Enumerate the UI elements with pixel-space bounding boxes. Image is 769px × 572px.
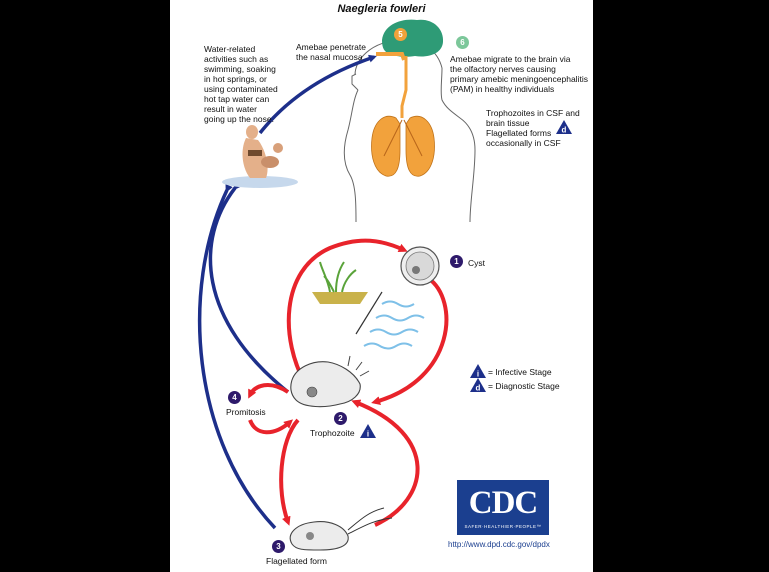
arrow-trophozoite-to-swimmer <box>208 181 290 394</box>
swimmer-illustration <box>222 125 298 188</box>
trachea <box>400 56 408 118</box>
step-6-label: Amebae migrate to the brain via the olfa… <box>450 54 588 94</box>
legend-infective-label: = Infective Stage <box>488 367 552 377</box>
cdc-logo-tagline: SAFER·HEALTHIER·PEOPLE™ <box>464 524 542 529</box>
arrow-flagellate-to-swimmer <box>197 183 277 530</box>
legend-diagnostic-label: = Diagnostic Stage <box>488 381 560 391</box>
arrow-nose-entry <box>258 54 377 135</box>
nasal-passage <box>376 52 406 61</box>
csf-diagnostic-label: Trophozoites in CSF and brain tissue Fla… <box>486 108 580 148</box>
arrow-trophozoite-to-cyst <box>286 238 408 386</box>
legend-diagnostic-letter: d <box>476 384 481 393</box>
cdc-logo-text: CDC <box>468 485 539 521</box>
diagnostic-icon-letter: d <box>562 126 567 135</box>
cyst-organism <box>400 246 440 286</box>
infective-icon-letter: i <box>367 430 369 439</box>
legend-diagnostic-icon: d <box>470 378 486 392</box>
brain-shape <box>382 19 444 57</box>
step-5-label: Amebae penetrate the nasal mucosa <box>296 42 366 62</box>
arrow-flagellate-to-trophozoite <box>351 399 420 527</box>
arrow-promitosis-upper <box>248 383 290 399</box>
flagellated-form-label: Flagellated form <box>266 556 327 566</box>
infective-stage-icon: i <box>360 424 376 438</box>
step-4-badge: 4 <box>228 391 241 404</box>
step-5-badge: 5 <box>394 28 407 41</box>
step-6-badge: 6 <box>456 36 469 49</box>
step-2-badge: 2 <box>334 412 347 425</box>
step-1-badge: 1 <box>450 255 463 268</box>
left-lung <box>371 115 401 177</box>
promitosis-label: Promitosis <box>226 407 266 417</box>
life-cycle-graphic <box>197 19 476 551</box>
water-exposure-label: Water-related activities such as swimmin… <box>204 44 278 124</box>
legend-infective-icon: i <box>470 364 486 378</box>
soil-water-scene <box>312 261 425 350</box>
trophozoite-organism <box>290 355 370 408</box>
diagnostic-stage-icon: d <box>556 120 572 134</box>
flagellate-organism <box>289 507 393 551</box>
diagram-title: Naegleria fowleri <box>337 3 426 15</box>
legend-infective-letter: i <box>477 370 479 379</box>
right-lung <box>405 115 435 177</box>
arrow-cyst-to-trophozoite <box>371 276 449 406</box>
arrow-trophozoite-to-flagellate <box>279 418 300 526</box>
cyst-label: Cyst <box>468 258 485 268</box>
step-3-badge: 3 <box>272 540 285 553</box>
cdc-logo: CDC SAFER·HEALTHIER·PEOPLE™ <box>457 480 549 535</box>
diagram-panel: Naegleria fowleri <box>170 0 593 572</box>
trophozoite-label: Trophozoite <box>310 428 355 438</box>
source-url-link[interactable]: http://www.dpd.cdc.gov/dpdx <box>448 540 550 549</box>
arrow-promitosis-lower <box>248 419 294 435</box>
